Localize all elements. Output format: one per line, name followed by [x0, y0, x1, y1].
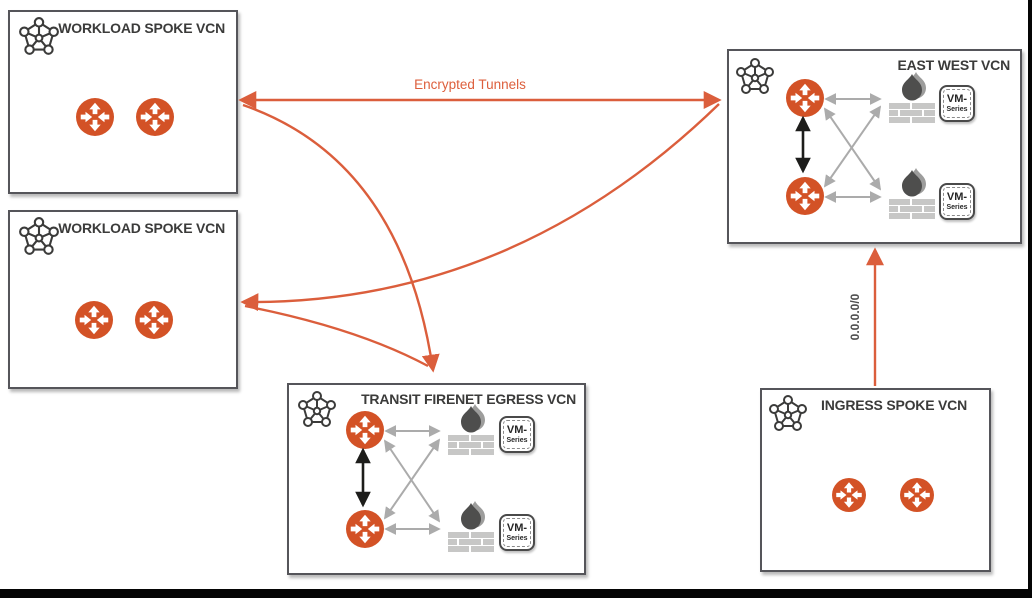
vcn-network-icon: [768, 394, 808, 434]
gateway-icon: [346, 510, 384, 548]
vm-series-appliance: VM- Series: [499, 416, 535, 453]
vm-series-label: VM- Series: [943, 89, 971, 118]
vcn-title-east-west: EAST WEST VCN: [897, 57, 1010, 73]
gateway-icon: [346, 411, 384, 449]
vcn-box-workload-spoke-1: WORKLOAD SPOKE VCN: [8, 10, 238, 194]
vcn-box-east-west: EAST WEST VCN VM- Series VM- Series: [727, 49, 1022, 244]
gateway-icon: [76, 98, 114, 136]
vm-series-label: VM- Series: [943, 187, 971, 216]
vm-series-appliance: VM- Series: [499, 514, 535, 551]
firewall-icon: [888, 70, 936, 124]
vcn-title-workload-spoke-2: WORKLOAD SPOKE VCN: [58, 220, 225, 236]
vm-series-label: VM- Series: [503, 518, 531, 547]
firewall-icon: [447, 402, 495, 456]
vcn-box-workload-spoke-2: WORKLOAD SPOKE VCN: [8, 210, 238, 389]
vm-series-appliance: VM- Series: [939, 183, 975, 220]
vcn-network-icon: [18, 216, 60, 258]
tunnel-arrow-workload2-transit: [244, 304, 429, 368]
gateway-icon: [135, 301, 173, 339]
vcn-box-ingress-spoke: INGRESS SPOKE VCN: [760, 388, 991, 572]
tunnel-arrow-workload1-transit: [242, 103, 440, 373]
firewall-icon: [888, 166, 936, 220]
firewall-icon: [447, 499, 495, 553]
encrypted-tunnels-label: Encrypted Tunnels: [414, 77, 526, 92]
default-route-label: 0.0.0.0/0: [848, 293, 862, 341]
gateway-icon: [786, 177, 824, 215]
gateway-icon: [786, 79, 824, 117]
vcn-network-icon: [18, 16, 60, 58]
gateway-icon: [900, 478, 934, 512]
tunnel-arrow-eastwest-workload2: [240, 103, 720, 312]
frame-bottom-bar: [0, 589, 1032, 598]
frame-right-border: [1028, 0, 1032, 598]
vm-series-label: VM- Series: [503, 420, 531, 449]
vcn-title-transit-firenet-egress: TRANSIT FIRENET EGRESS VCN: [361, 391, 576, 407]
vcn-network-icon: [735, 57, 775, 97]
vcn-network-icon: [297, 390, 337, 430]
gateway-icon: [832, 478, 866, 512]
vcn-box-transit-firenet-egress: TRANSIT FIRENET EGRESS VCN VM- Series VM…: [287, 383, 586, 575]
vm-series-appliance: VM- Series: [939, 85, 975, 122]
vcn-title-ingress-spoke: INGRESS SPOKE VCN: [821, 397, 967, 413]
gateway-icon: [136, 98, 174, 136]
gateway-icon: [75, 301, 113, 339]
vcn-title-workload-spoke-1: WORKLOAD SPOKE VCN: [58, 20, 225, 36]
